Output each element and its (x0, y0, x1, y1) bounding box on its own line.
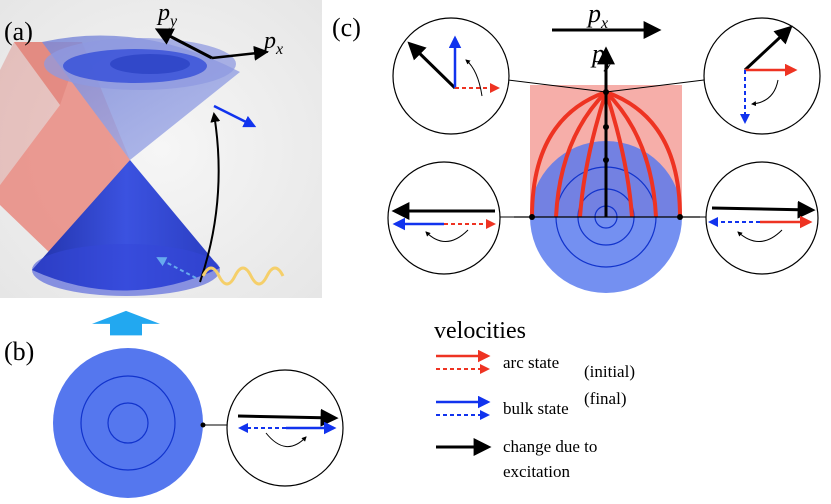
legend-arc-label: arc state (503, 353, 559, 372)
px-axis-arrow-a (211, 45, 269, 61)
velocity-inset-top-left (392, 17, 510, 135)
panel-a-label: (a) (4, 17, 33, 46)
px-label-c: px (586, 0, 608, 32)
py-label-c: py (590, 39, 613, 72)
panel-b: (b) (4, 337, 344, 498)
panel-c-label: (c) (332, 13, 361, 42)
bulk-fermi-disk-b (53, 348, 203, 498)
velocity-inset-bottom-right (705, 161, 819, 275)
panel-b-label: (b) (4, 337, 34, 366)
py-label-a: py (156, 0, 178, 30)
velocity-inset-bottom-left (387, 161, 501, 275)
panel-c: (c) px py (332, 0, 821, 293)
py-axis-arrow-a (154, 28, 213, 60)
legend-change-label-1: change due to (503, 437, 597, 456)
initial-velocity-arrow (156, 257, 197, 279)
legend: velocities arc state (initial) bulk stat… (434, 318, 635, 481)
excitation-arrow (199, 112, 221, 283)
px-label-a: px (262, 28, 283, 58)
legend-title: velocities (434, 318, 526, 344)
velocity-inset-top-right (703, 17, 821, 135)
legend-initial-label: (initial) (584, 362, 635, 381)
final-velocity-arrow (213, 104, 257, 128)
legend-change-label-2: excitation (503, 462, 571, 481)
projection-up-arrow (92, 310, 160, 336)
photon-wave (201, 266, 285, 286)
legend-final-label: (final) (584, 389, 626, 408)
panel-a: (a) py px (0, 0, 322, 298)
legend-bulk-label: bulk state (503, 399, 569, 418)
